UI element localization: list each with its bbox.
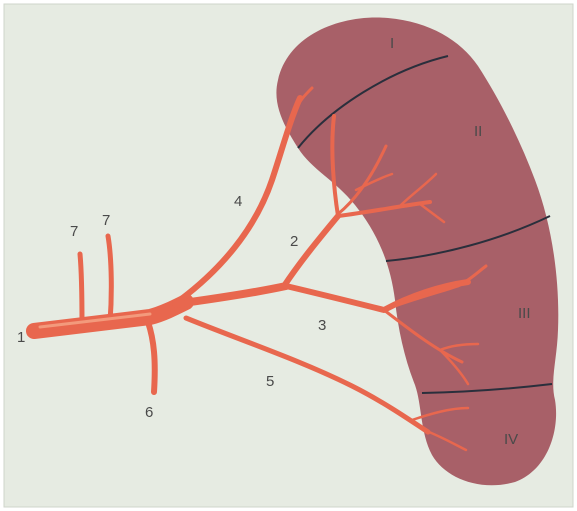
label-branch-6: 6 bbox=[145, 404, 153, 421]
branch-7a bbox=[80, 254, 82, 324]
label-segment-1: I bbox=[390, 35, 394, 52]
label-branch-5: 5 bbox=[266, 373, 274, 390]
label-segment-2: II bbox=[474, 123, 482, 140]
label-segment-4: IV bbox=[504, 431, 518, 448]
label-segment-3: III bbox=[518, 305, 531, 322]
label-branch-2: 2 bbox=[290, 233, 298, 250]
label-artery-main: 1 bbox=[17, 329, 25, 346]
label-branch-7a: 7 bbox=[70, 223, 78, 240]
label-branch-3: 3 bbox=[318, 317, 326, 334]
label-branch-4: 4 bbox=[234, 193, 242, 210]
label-branch-7b: 7 bbox=[102, 212, 110, 229]
